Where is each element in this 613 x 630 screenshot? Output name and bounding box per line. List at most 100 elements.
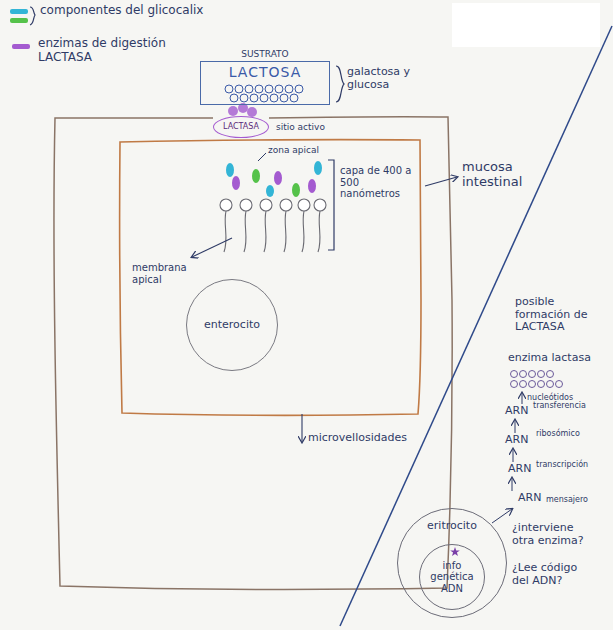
sugar-unit xyxy=(285,85,293,93)
cell-outline xyxy=(120,140,421,416)
unit-circle xyxy=(511,371,518,378)
cell-circle: eritrocitoinfo genética ADN xyxy=(397,508,507,618)
leader-arrow xyxy=(425,177,457,186)
legend-brace xyxy=(30,7,35,25)
section-heading: posible formación de LACTASA xyxy=(515,296,595,334)
microvillus-stalk xyxy=(244,211,246,252)
nucleus-circle: info genética ADN xyxy=(419,544,486,611)
unit-circle xyxy=(529,381,536,388)
note-label: transferencia xyxy=(533,401,605,410)
divider-line xyxy=(340,26,612,626)
glycocalyx-mark xyxy=(314,161,322,175)
layer-bracket xyxy=(328,160,334,250)
sugar-unit xyxy=(255,85,263,93)
note-label: ribosómico xyxy=(536,429,606,438)
enzyme-mark xyxy=(232,176,240,190)
glycocalyx-mark xyxy=(266,185,274,197)
dna-star xyxy=(450,547,460,556)
unit-circle xyxy=(520,371,527,378)
microvillus-head xyxy=(314,199,326,211)
note-label: mensajero xyxy=(546,495,606,504)
part-label: mucosa intestinal xyxy=(462,160,540,190)
microvillus-stalk xyxy=(224,211,226,252)
question-note: ¿Lee código del ADN? xyxy=(512,562,596,587)
dimension-label: capa de 400 a 500 nanómetros xyxy=(340,165,412,200)
sugar-unit xyxy=(250,94,258,102)
legend-text: componentes del glicocalix xyxy=(40,4,240,18)
step-arrow xyxy=(513,449,514,462)
step-arrow xyxy=(492,509,512,523)
microvilli xyxy=(224,211,320,252)
substrate-outline: LACTOSA xyxy=(200,61,330,105)
sugar-unit xyxy=(280,94,288,102)
node-text: LACTASA xyxy=(223,122,259,131)
enzyme-mark xyxy=(308,179,316,193)
legend-swatch xyxy=(10,9,28,14)
sugar-unit xyxy=(260,94,268,102)
substrate-box: SUSTRATO LACTOSA xyxy=(200,48,330,105)
unit-circle xyxy=(547,381,554,388)
glycocalyx-mark xyxy=(252,169,260,183)
cell-circle: enterocito xyxy=(186,279,278,371)
step-arrow xyxy=(512,478,513,491)
sugar-unit xyxy=(295,85,303,93)
leader-arrow xyxy=(192,238,232,257)
legend-text: enzimas de digestión LACTASA xyxy=(38,37,203,65)
leader-line xyxy=(258,153,266,161)
node-text: LACTOSA xyxy=(201,64,329,80)
enzyme-blobs xyxy=(228,103,257,117)
microvilli-heads xyxy=(220,199,326,211)
unit-circle xyxy=(511,381,518,388)
sugar-unit xyxy=(290,94,298,102)
enzyme-ellipse: LACTASA xyxy=(213,116,269,138)
glycocalyx-mark xyxy=(292,183,300,197)
product-label: galactosa y glucosa xyxy=(347,66,427,91)
mucosa-outline xyxy=(54,117,452,590)
molecule-label: ARN xyxy=(505,434,539,447)
step-arrow xyxy=(522,393,523,404)
note-label: nucleótidos xyxy=(527,393,597,402)
node-text: info genética ADN xyxy=(427,560,477,595)
unit-circle xyxy=(556,381,563,388)
product-brace xyxy=(336,66,344,102)
lactose-chain xyxy=(225,85,303,102)
enzyme-mark xyxy=(274,171,282,185)
green-swatch xyxy=(10,18,28,23)
microvillus-head xyxy=(298,199,310,211)
unit-circle xyxy=(520,381,527,388)
microvillus-stalk xyxy=(302,211,304,252)
part-label: sitio activo xyxy=(276,122,346,132)
legend-swatch xyxy=(12,44,30,49)
sugar-unit xyxy=(265,85,273,93)
sugar-unit xyxy=(270,94,278,102)
unit-circle xyxy=(529,371,536,378)
box-heading: SUSTRATO xyxy=(200,48,330,61)
sugar-unit xyxy=(225,85,233,93)
lactase-units xyxy=(511,371,563,388)
microvillus-head xyxy=(220,199,232,211)
note-label: transcripción xyxy=(536,460,608,469)
leader-arrow xyxy=(301,414,302,442)
microvillus-head xyxy=(260,199,272,211)
sugar-unit xyxy=(240,94,248,102)
unit-circle xyxy=(538,371,545,378)
microvillus-stalk xyxy=(318,211,320,252)
sugar-unit xyxy=(230,94,238,102)
blank-patch xyxy=(452,3,600,47)
sugar-unit xyxy=(245,85,253,93)
microvillus-stalk xyxy=(284,211,286,252)
molecule-label: enzima lactasa xyxy=(508,352,600,365)
part-label: membrana apical xyxy=(132,262,194,285)
part-label: microvellosidades xyxy=(308,432,416,445)
microvillus-head xyxy=(280,199,292,211)
sugar-unit xyxy=(235,85,243,93)
sugar-unit xyxy=(275,85,283,93)
microvillus-head xyxy=(240,199,252,211)
node-text: enterocito xyxy=(204,319,260,332)
part-label: zona apical xyxy=(268,145,328,155)
unit-circle xyxy=(538,381,545,388)
enzyme-blob xyxy=(228,106,238,116)
step-arrow xyxy=(515,420,516,433)
microvillus-stalk xyxy=(264,211,266,252)
